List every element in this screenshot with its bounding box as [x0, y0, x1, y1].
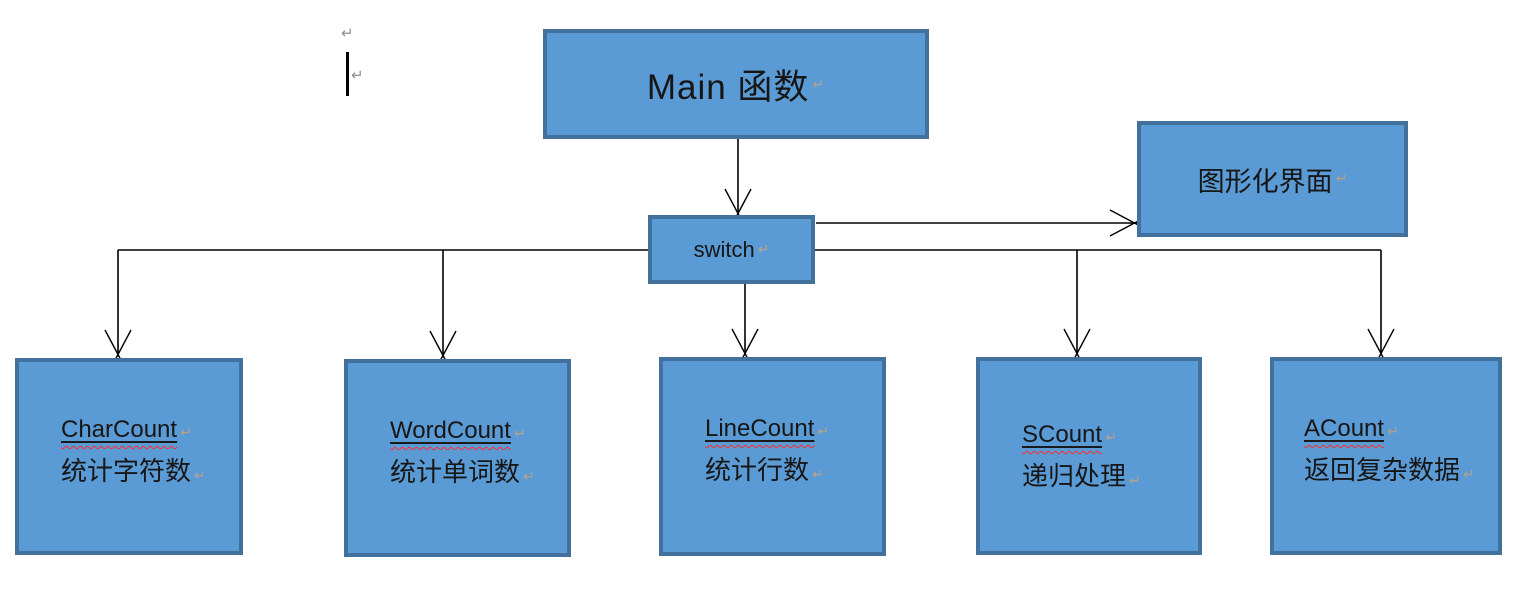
- paragraph-mark: ↵: [194, 469, 206, 484]
- paragraph-mark: ↵: [757, 241, 770, 257]
- paragraph-mark: ↵: [812, 468, 824, 483]
- function-name: WordCount: [390, 417, 511, 444]
- arrowhead-charcount: [104, 329, 132, 363]
- node-gui-label: 图形化界面↵: [1141, 125, 1404, 233]
- paragraph-mark: ↵: [1105, 429, 1117, 445]
- paragraph-mark: ↵: [817, 423, 830, 439]
- paragraph-mark: ↵: [351, 67, 364, 84]
- function-desc: 递归处理: [1022, 462, 1127, 491]
- node-scount[interactable]: SCount↵ 递归处理↵: [976, 357, 1202, 555]
- paragraph-mark: ↵: [812, 75, 826, 92]
- arrowhead-scount: [1063, 328, 1091, 362]
- function-name: ACount: [1304, 415, 1385, 442]
- function-desc: 统计行数: [705, 456, 810, 485]
- text-cursor: [346, 52, 349, 96]
- paragraph-mark: ↵: [180, 424, 192, 440]
- function-desc: 统计字符数: [61, 457, 192, 486]
- paragraph-mark: ↵: [1463, 468, 1475, 483]
- function-name: CharCount: [61, 416, 178, 443]
- paragraph-mark: ↵: [1129, 474, 1141, 489]
- paragraph-mark: ↵: [513, 425, 526, 441]
- paragraph-mark: ↵: [1387, 423, 1399, 439]
- node-switch-text: switch: [693, 236, 755, 262]
- function-name: SCount: [1022, 421, 1103, 448]
- paragraph-mark: ↵: [1335, 171, 1348, 187]
- node-linecount-label: LineCount↵ 统计行数↵: [705, 413, 829, 493]
- arrowhead-linecount: [731, 328, 759, 362]
- arrowhead-acount: [1367, 328, 1395, 362]
- node-wordcount[interactable]: WordCount↵ 统计单词数↵: [344, 359, 571, 557]
- arrowhead-wordcount: [429, 330, 457, 364]
- node-main[interactable]: Main 函数↵: [543, 29, 929, 139]
- node-acount[interactable]: ACount↵ 返回复杂数据↵: [1270, 357, 1502, 555]
- function-name: LineCount: [705, 415, 815, 442]
- node-switch-label: switch↵: [652, 219, 811, 280]
- arrowhead-switch-to-gui: [1109, 209, 1143, 237]
- function-desc: 返回复杂数据: [1304, 456, 1461, 485]
- node-charcount[interactable]: CharCount↵ 统计字符数↵: [15, 358, 243, 555]
- node-wordcount-label: WordCount↵ 统计单词数↵: [390, 415, 535, 495]
- node-switch[interactable]: switch↵: [648, 215, 815, 284]
- paragraph-mark: ↵: [341, 25, 354, 42]
- node-charcount-label: CharCount↵ 统计字符数↵: [61, 414, 206, 494]
- node-main-label: Main 函数↵: [547, 33, 925, 135]
- function-desc: 统计单词数: [390, 458, 521, 487]
- node-gui-text: 图形化界面: [1197, 166, 1333, 197]
- node-gui[interactable]: 图形化界面↵: [1137, 121, 1408, 237]
- paragraph-mark: ↵: [523, 470, 535, 485]
- node-linecount[interactable]: LineCount↵ 统计行数↵: [659, 357, 886, 556]
- node-scount-label: SCount↵ 递归处理↵: [1022, 419, 1141, 499]
- node-acount-label: ACount↵ 返回复杂数据↵: [1304, 413, 1475, 493]
- node-main-text: Main 函数: [646, 67, 810, 107]
